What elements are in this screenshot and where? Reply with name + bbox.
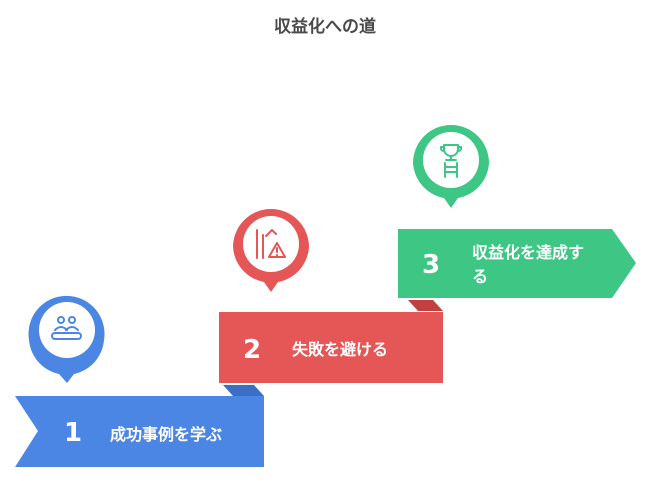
group-icon xyxy=(51,316,82,340)
step-1-label: 成功事例を学ぶ xyxy=(110,425,222,444)
step-1: 1 成功事例を学ぶ xyxy=(15,295,264,467)
trophy-ladder-icon xyxy=(439,144,463,178)
step-2-number: 2 xyxy=(243,335,261,365)
step-1-banner xyxy=(15,396,264,467)
step-2-label: 失敗を避ける xyxy=(292,340,388,359)
step-3-number: 3 xyxy=(422,250,440,280)
warning-chart-icon xyxy=(256,229,286,259)
step-3-label-line2: る xyxy=(472,267,488,286)
step-3-label-line1: 収益化を達成す xyxy=(472,243,584,262)
step-3-banner xyxy=(398,229,636,298)
step-1-marker xyxy=(28,295,105,383)
step-2: 2 失敗を避ける xyxy=(219,209,443,383)
step-1-number: 1 xyxy=(64,418,82,448)
step-1-fold xyxy=(223,385,264,396)
diagram-title: 収益化への道 xyxy=(274,17,376,37)
step-2-banner xyxy=(219,312,443,383)
step-2-fold xyxy=(408,300,443,311)
step-3: 3 収益化を達成す る xyxy=(398,125,636,298)
step-3-marker xyxy=(413,125,489,208)
step-2-marker xyxy=(233,209,309,292)
